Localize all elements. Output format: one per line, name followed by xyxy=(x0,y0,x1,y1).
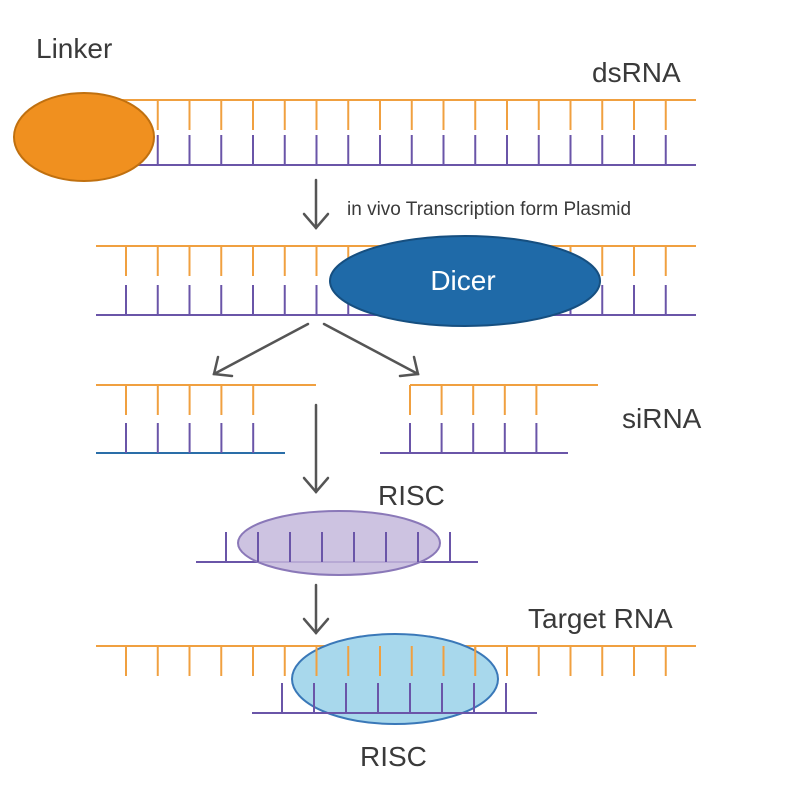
risc-loading-label: RISC xyxy=(378,480,445,511)
sirna-label: siRNA xyxy=(622,403,702,434)
dicer-label: Dicer xyxy=(430,265,495,296)
down-arrow-icon xyxy=(302,178,330,230)
target-rna-bases xyxy=(252,646,537,714)
sirna-stage xyxy=(96,384,598,454)
linker-label: Linker xyxy=(36,33,112,64)
down-arrow-icon xyxy=(302,583,330,635)
dsrna-stage xyxy=(110,99,696,166)
cleavage-arrows xyxy=(212,322,420,378)
risc-loaded-bases xyxy=(225,532,451,562)
risc-complex-ellipse xyxy=(291,633,499,725)
dicer-enzyme-ellipse xyxy=(329,235,601,327)
transcription-label: in vivo Transcription form Plasmid xyxy=(347,199,631,220)
linker-ellipse xyxy=(13,92,155,182)
risc-complex-ellipse xyxy=(237,510,441,576)
target-rna-label: Target RNA xyxy=(528,603,673,634)
dsrna-label: dsRNA xyxy=(592,57,681,88)
down-arrow-icon xyxy=(302,403,330,494)
risc-target-label: RISC xyxy=(360,741,427,772)
